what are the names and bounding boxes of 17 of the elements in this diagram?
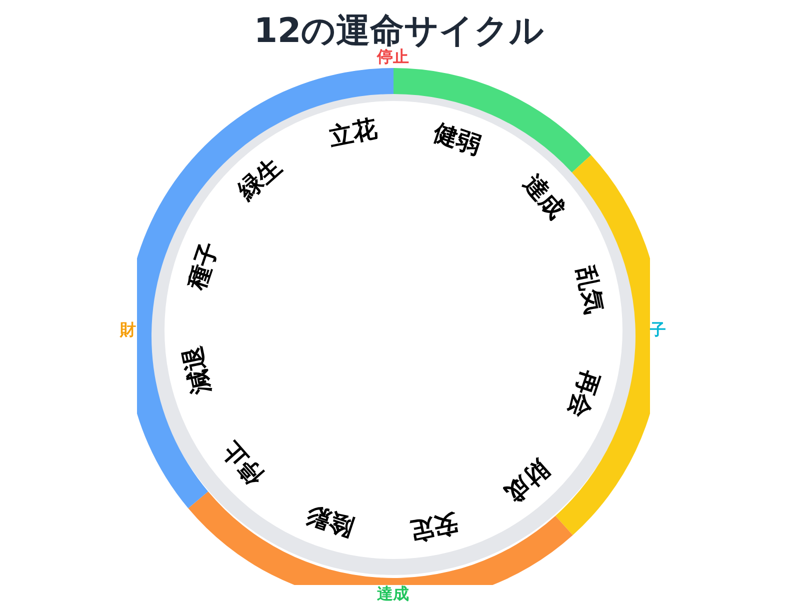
- cycle-phase-label: 減退: [178, 344, 214, 396]
- marker-label: 子: [650, 320, 666, 340]
- cycle-phase-label: 再会: [564, 366, 604, 421]
- cycle-phase-label: 停止: [217, 436, 269, 490]
- cycle-phase-label: 乱気: [572, 264, 608, 316]
- marker-label: 達成: [377, 584, 409, 604]
- marker-label: 停止: [377, 48, 409, 66]
- cycle-phase-label: 陰影: [302, 500, 357, 541]
- cycle-ring: [137, 68, 650, 585]
- cycle-phase-label: 種子: [182, 239, 223, 294]
- marker-label: 財: [120, 320, 136, 340]
- cycle-phase-label: 緑生: [234, 154, 288, 206]
- cycle-phase-label: 財成: [500, 454, 554, 506]
- cycle-phase-label: 達成: [518, 170, 570, 224]
- cycle-phase-label: 立花: [327, 115, 380, 151]
- cycle-phase-label: 安定: [407, 509, 460, 545]
- cycle-phase-label: 健弱: [430, 119, 484, 160]
